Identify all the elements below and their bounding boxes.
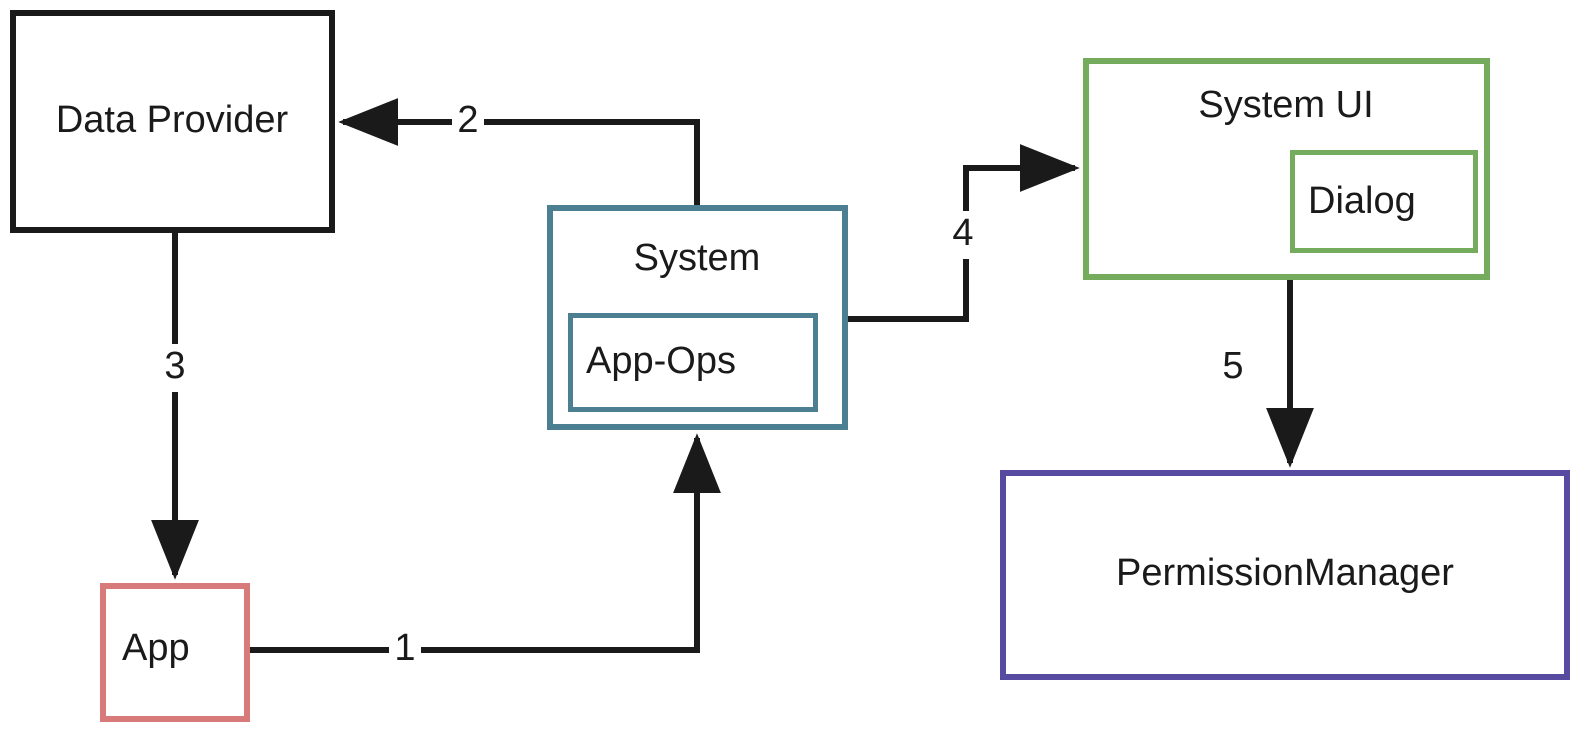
edge-labels-layer: 1 2 3 4 5 [159,98,1249,674]
node-label-app: App [122,627,190,669]
node-permission-manager[interactable]: PermissionManager [1000,470,1570,680]
node-dialog[interactable]: Dialog [1290,150,1478,253]
node-box-data-provider [10,10,335,233]
edge-label-backdrop [947,211,979,259]
node-box-app [100,583,250,722]
edge-label-3: 3 [164,345,185,387]
node-label-data-provider: Data Provider [56,99,289,141]
node-app[interactable]: App [100,583,250,722]
node-box-app-ops [568,313,818,412]
edge-label-5: 5 [1222,345,1243,387]
node-app-ops[interactable]: App-Ops [568,313,818,412]
node-label-app-ops: App-Ops [586,340,736,382]
edge-2 [338,98,700,205]
edge-label-backdrop [452,98,484,146]
node-box-dialog [1290,150,1478,253]
node-label-dialog: Dialog [1308,180,1416,222]
edge-label-1: 1 [394,627,415,669]
edge-label-2: 2 [457,99,478,141]
edge-label-backdrop [1217,344,1249,392]
edge-1 [250,433,721,653]
edge-label-4: 4 [952,212,973,254]
node-label-system: System [634,237,761,279]
node-label-system-ui: System UI [1198,84,1373,126]
edge-label-backdrop [159,344,191,392]
node-box-permission-manager [1000,470,1570,680]
node-data-provider[interactable]: Data Provider [10,10,335,233]
edge-label-backdrop [389,626,421,674]
node-label-permission-manager: PermissionManager [1116,552,1454,594]
